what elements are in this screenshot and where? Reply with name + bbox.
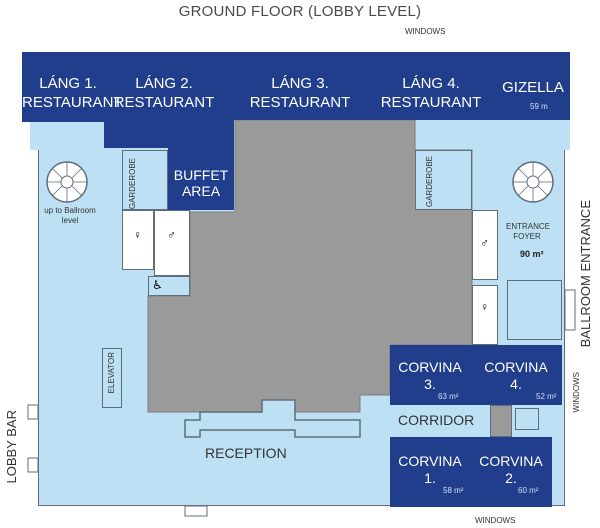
- corridor-stair: [515, 408, 539, 430]
- corridor-core: [490, 405, 512, 437]
- windows-top-label: WINDOWS: [405, 27, 446, 36]
- restroom-right-2[interactable]: [472, 285, 498, 345]
- buffet-label: BUFFET AREA: [173, 167, 229, 199]
- elevator-shaft[interactable]: [102, 348, 122, 408]
- gizella-area: 59 m: [530, 102, 548, 111]
- room-corvina2[interactable]: [470, 437, 552, 507]
- garderobe-left[interactable]: [122, 150, 168, 210]
- room-lang1[interactable]: [22, 52, 104, 122]
- restroom-men-left[interactable]: [154, 210, 190, 276]
- garderobe-right[interactable]: [415, 150, 472, 210]
- person-icon-left-2: ♂: [167, 228, 176, 242]
- windows-bottom-label: WINDOWS: [475, 516, 516, 525]
- corvina1-area: 58 m²: [443, 486, 464, 495]
- person-icon-right-1: ♂: [480, 236, 489, 250]
- corvina1-label: CORVINA 1.: [398, 453, 462, 486]
- room-buffet[interactable]: [168, 148, 234, 210]
- corridor-label: CORRIDOR: [398, 412, 475, 428]
- lang4-label: LÁNG 4. RESTAURANT: [380, 75, 482, 111]
- corvina4-label: CORVINA 4.: [484, 359, 548, 392]
- corvina3-label: CORVINA 3.: [398, 359, 462, 392]
- room-corvina4[interactable]: [470, 345, 562, 405]
- restroom-women-left[interactable]: [122, 210, 154, 270]
- corvina4-area: 52 m²: [536, 392, 557, 401]
- corvina2-label: CORVINA 2.: [479, 453, 543, 486]
- corvina3-area: 63 m²: [438, 392, 459, 401]
- room-corvina1[interactable]: [390, 437, 470, 507]
- lang1-label: LÁNG 1. RESTAURANT: [22, 75, 123, 111]
- restroom-right-1[interactable]: [472, 210, 498, 280]
- map-title: GROUND FLOOR (LOBBY LEVEL): [178, 3, 422, 20]
- lang2-label: LÁNG 2. RESTAURANT: [113, 75, 215, 111]
- corvina2-area: 60 m²: [518, 486, 539, 495]
- foyer-annex: [507, 280, 562, 340]
- accessible-restroom[interactable]: [148, 276, 190, 296]
- person-icon-right-2: ♀: [480, 300, 489, 314]
- room-lang3[interactable]: [234, 52, 366, 120]
- room-gizella[interactable]: [496, 52, 570, 120]
- reception-label: RECEPTION: [205, 445, 287, 461]
- room-lang2[interactable]: [104, 52, 234, 148]
- entrance-foyer-area: 90 m²: [520, 249, 544, 259]
- room-corvina3[interactable]: [390, 345, 470, 405]
- gizella-label: GIZELLA: [502, 79, 564, 96]
- entrance-foyer-label: ENTRANCE FOYER: [506, 222, 551, 241]
- room-lang4[interactable]: [366, 52, 496, 120]
- wheelchair-icon: ♿: [152, 278, 163, 292]
- person-icon-left-1: ♀: [133, 228, 142, 242]
- lang3-label: LÁNG 3. RESTAURANT: [249, 75, 351, 111]
- stairs-left-label: up to Ballroom level: [44, 206, 96, 225]
